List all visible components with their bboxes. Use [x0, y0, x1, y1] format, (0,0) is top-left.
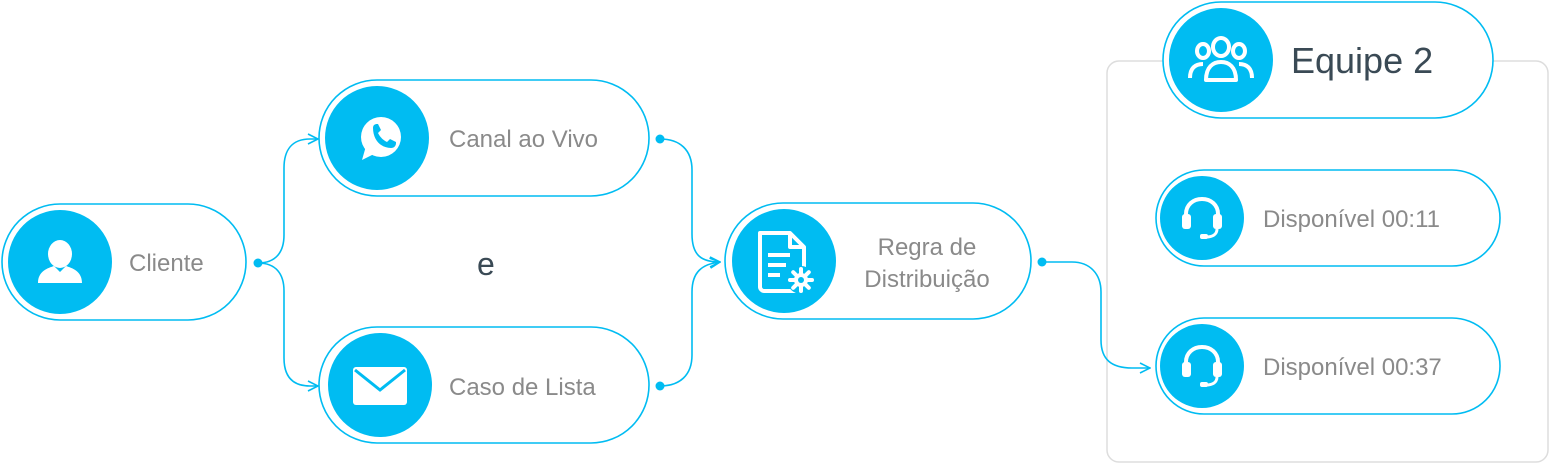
headset-icon	[1182, 196, 1222, 239]
connector-caso-regra	[659, 262, 720, 387]
connector-regra-agent2	[1042, 261, 1150, 368]
group-icon	[1188, 36, 1254, 82]
agent-status-label: Disponível 00:11	[1263, 206, 1440, 233]
agent-row: Disponível 00:11	[1155, 169, 1501, 267]
headset-icon	[1182, 344, 1222, 387]
conjunction-label: e	[477, 246, 495, 282]
agent-status-label: Disponível 00:37	[1263, 354, 1442, 381]
team-header: Equipe 2	[1162, 1, 1494, 119]
user-icon	[38, 240, 82, 283]
node-regra-distribuicao: Regra de Distribuição	[724, 202, 1032, 320]
envelope-icon	[353, 367, 407, 405]
node-regra-label-line2: Distribuição	[864, 266, 989, 293]
connectors	[257, 138, 1150, 387]
node-regra-label-line1: Regra de	[878, 234, 977, 261]
node-caso-de-lista: Caso de Lista	[318, 326, 650, 444]
connector-canal-regra	[659, 138, 720, 262]
node-cliente: Cliente	[1, 203, 247, 321]
connector-cliente-canal	[257, 139, 318, 264]
node-cliente-label: Cliente	[129, 250, 204, 277]
document-gear-icon	[758, 231, 815, 294]
connector-cliente-caso	[257, 262, 318, 386]
node-canal-ao-vivo-label: Canal ao Vivo	[449, 126, 598, 153]
whatsapp-icon	[361, 117, 401, 160]
team-title: Equipe 2	[1291, 40, 1433, 81]
node-caso-de-lista-label: Caso de Lista	[449, 374, 596, 401]
connector-dots	[253, 134, 1047, 391]
node-canal-ao-vivo: Canal ao Vivo	[318, 79, 650, 197]
agent-row: Disponível 00:37	[1155, 317, 1501, 415]
